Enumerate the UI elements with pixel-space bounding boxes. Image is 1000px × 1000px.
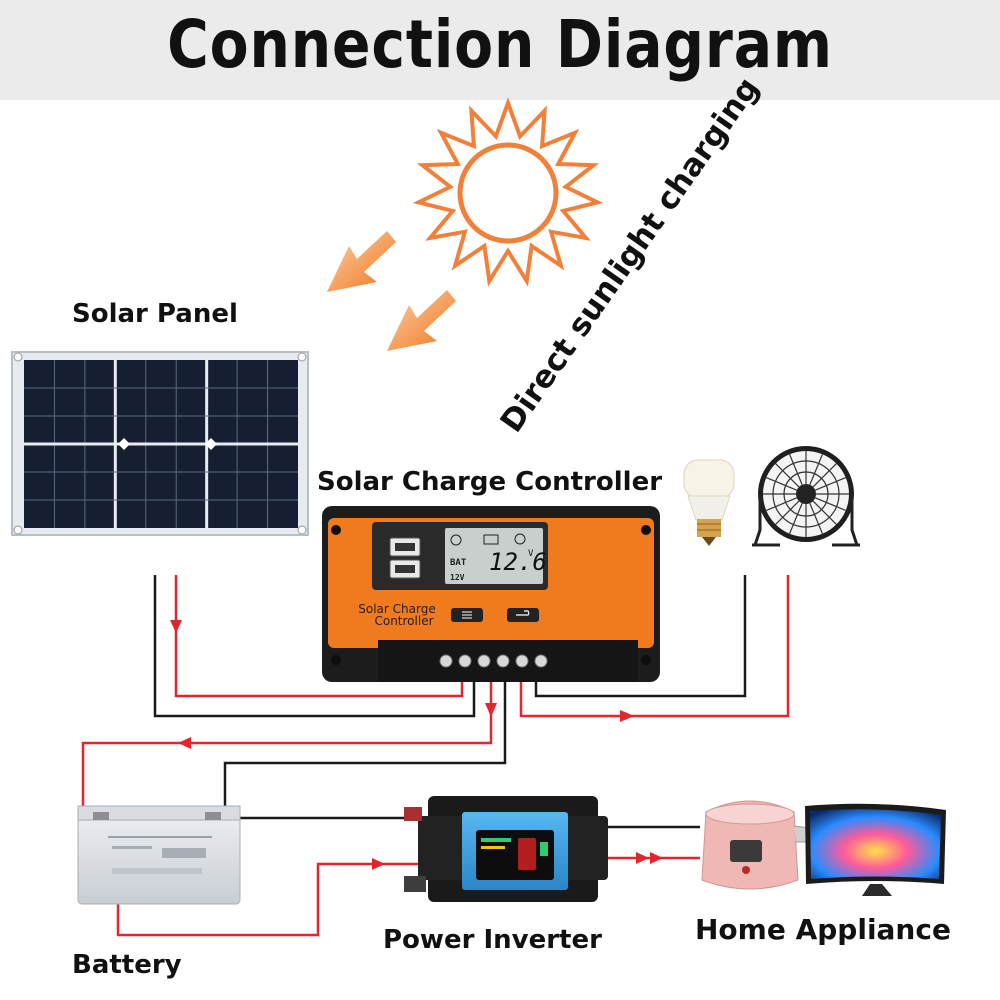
lcd-system-voltage: 12V	[450, 573, 465, 582]
panel-wires	[153, 575, 476, 718]
lcd-voltage: 12.6	[489, 548, 547, 576]
terminal-screw	[439, 654, 453, 668]
sunlight-arrow-icon	[387, 290, 456, 351]
light-bulb-image	[683, 459, 735, 546]
power-inverter-image	[404, 796, 608, 902]
charge-controller-image: BAT 12.6 V 12V Solar Charge Controller	[322, 506, 660, 682]
fan-image	[752, 446, 860, 547]
lcd-bat-label: BAT	[450, 558, 467, 568]
solar-panel-label: Solar Panel	[72, 299, 238, 329]
lcd-unit: V	[528, 549, 534, 559]
inverter-wires	[116, 816, 418, 937]
battery-image	[77, 805, 241, 905]
battery-wires	[81, 680, 507, 825]
solar-panel-image	[11, 351, 309, 536]
home-appliance-label: Home Appliance	[695, 913, 951, 946]
terminal-screw	[496, 654, 510, 668]
load-wires	[519, 575, 790, 722]
appliance-wires	[600, 825, 700, 864]
sun-icon	[412, 97, 604, 287]
controller-face-line1: Solar Charge	[358, 602, 435, 616]
power-inverter-label: Power Inverter	[383, 925, 602, 955]
terminal-screw	[477, 654, 491, 668]
sunlight-arrow-icon	[327, 231, 396, 292]
charge-controller-label: Solar Charge Controller	[317, 467, 663, 497]
header-banner	[0, 0, 1000, 100]
diagram-title: Connection Diagram	[167, 6, 833, 83]
television-image	[805, 803, 946, 896]
rice-cooker-image	[701, 800, 811, 890]
terminal-screw	[458, 654, 472, 668]
controller-face-line2: Controller	[374, 614, 433, 628]
terminal-screw	[515, 654, 529, 668]
battery-label: Battery	[72, 950, 182, 980]
terminal-screw	[534, 654, 548, 668]
